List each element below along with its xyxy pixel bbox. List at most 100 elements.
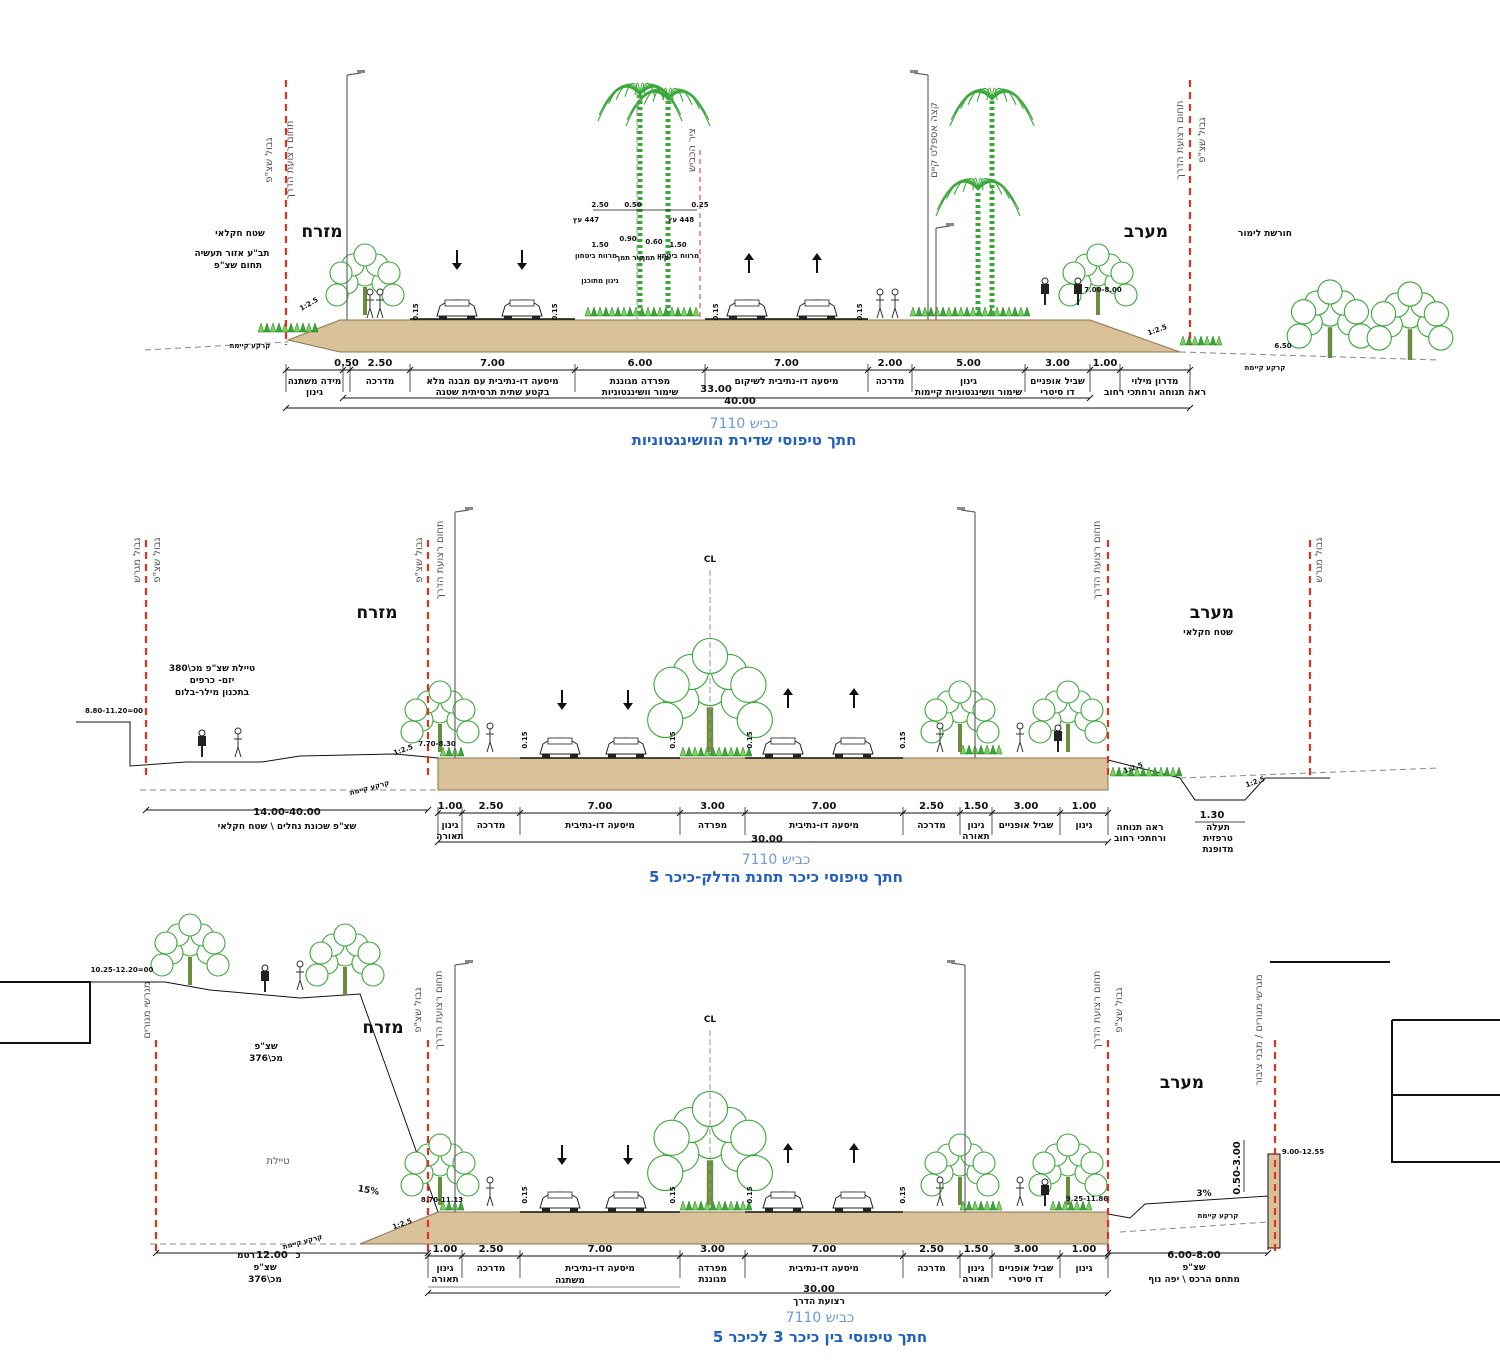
dim-tick: [1104, 838, 1112, 846]
car-window: [734, 299, 760, 307]
lamp-head: [357, 70, 365, 73]
segment-label-2: תאורה: [962, 832, 989, 842]
palm-frond: [986, 87, 993, 101]
arrow-head: [557, 703, 567, 710]
segment-label: שביל אופניים: [999, 1264, 1054, 1274]
dim-tick: [142, 806, 150, 814]
person-head: [234, 727, 242, 735]
car-window: [804, 299, 830, 307]
median-note: קיר תמך: [641, 254, 669, 262]
tree-canopy-lobe: [178, 913, 202, 937]
curb-height: 0.15: [899, 1186, 907, 1203]
person-body: [376, 295, 384, 319]
tree-canopy-lobe: [456, 720, 480, 744]
side-note: תחום שצ"פ: [214, 261, 262, 271]
car: [762, 737, 804, 758]
shrub-blade: [656, 306, 664, 317]
segment-label: מידה משתנה: [288, 377, 342, 387]
level-mark: 9.00-12.55: [1282, 1148, 1324, 1156]
shrub-blade: [951, 306, 959, 317]
shrub-blade: [1085, 1200, 1093, 1211]
segment-width: 1.00: [1072, 1244, 1097, 1255]
cyclist-figure: [261, 964, 269, 992]
arrow-head: [812, 253, 822, 260]
shrub-blade: [983, 744, 991, 755]
cyclist-head: [1074, 277, 1082, 285]
shrub-blade: [1209, 335, 1217, 346]
lamp-arm: [346, 72, 362, 76]
shrub-blade: [311, 322, 319, 333]
tree-canopy-lobe: [400, 1173, 424, 1197]
shrub-blade: [727, 746, 735, 757]
segment-width: 1.00: [438, 801, 463, 812]
segment-width: 7.00: [812, 801, 837, 812]
car-wheel: [793, 754, 801, 758]
person-body: [936, 1183, 944, 1207]
car-wheel: [636, 754, 644, 758]
dim-tick: [152, 1249, 160, 1257]
shrub-blade: [1175, 766, 1183, 777]
palm-frond: [977, 177, 994, 192]
rotated-label: קצה אספלט קיים: [929, 102, 940, 178]
left-dim-label: שצ"פ שכונת נחלים \ שטח חקלאי: [218, 822, 357, 832]
shrub: [679, 1200, 753, 1211]
tree-canopy-lobe: [730, 666, 767, 703]
person-head: [936, 722, 944, 730]
shrub-blade: [287, 322, 295, 333]
tree-canopy-lobe: [1056, 680, 1080, 704]
person-body: [486, 729, 494, 753]
shrub-blade: [727, 1200, 735, 1211]
shrub-blade: [733, 1200, 741, 1211]
shrub-blade: [1005, 306, 1013, 317]
tree-canopy-lobe: [736, 701, 773, 739]
shrub-blade: [590, 306, 598, 317]
shrub-blade: [1049, 1200, 1057, 1211]
tree-west: [1028, 680, 1108, 752]
segment-width: 3.00: [700, 801, 725, 812]
lamp-arm: [935, 225, 951, 229]
segment-label-2: דו סיטרי: [1009, 1275, 1043, 1285]
palm-frond: [991, 87, 998, 101]
person-head: [376, 288, 384, 296]
shrub-blade: [269, 322, 277, 333]
tree-grove: [1286, 279, 1374, 358]
shrub-blade: [989, 744, 997, 755]
dim-tick: [1086, 394, 1094, 402]
shrub-blade: [963, 306, 971, 317]
tree-canopy-lobe: [309, 941, 333, 965]
cyclist-head: [261, 964, 269, 972]
palm-frond: [976, 87, 993, 102]
tree-canopy-lobe: [972, 1151, 996, 1175]
shrub-blade: [1079, 1200, 1087, 1211]
tree-canopy-lobe: [1080, 1151, 1104, 1175]
shrub-blade: [1073, 1200, 1081, 1211]
shrub-blade: [733, 746, 741, 757]
car-wheel: [636, 1208, 644, 1212]
right-dim-label: מתחם הרכס \ יפה נוף: [1148, 1275, 1240, 1285]
palm-frond: [962, 177, 979, 192]
existing-ground: [150, 1221, 1269, 1245]
segment-label: מיסעה דו-נתיבית: [789, 1264, 859, 1274]
tree-median: [647, 637, 773, 752]
tree-canopy-lobe: [206, 953, 230, 977]
shrub: [1049, 1200, 1093, 1211]
lamp-arm: [950, 962, 966, 966]
ground-label: קרקע קיימת: [1198, 1212, 1239, 1220]
tree-canopy-lobe: [428, 680, 452, 704]
tree-canopy-lobe: [924, 1151, 948, 1175]
segment-width: 2.50: [919, 1244, 944, 1255]
shrub-blade: [685, 1200, 693, 1211]
tree-canopy-lobe: [653, 1119, 690, 1156]
tree-canopy-lobe: [647, 701, 684, 739]
tree-canopy-lobe: [1110, 261, 1134, 285]
vertical-dim-text: 0.50-3.00: [1232, 1141, 1243, 1195]
lamp-arm: [913, 72, 929, 76]
palm-frond: [643, 88, 669, 105]
tree-canopy-lobe: [1428, 325, 1454, 351]
median-note: מרווח ביטחון: [575, 252, 617, 260]
shrub-blade: [715, 746, 723, 757]
tree-canopy-lobe: [452, 698, 476, 722]
shrub-blade: [697, 1200, 705, 1211]
east-label: מזרח: [362, 1018, 403, 1038]
shrub-blade: [1055, 1200, 1063, 1211]
